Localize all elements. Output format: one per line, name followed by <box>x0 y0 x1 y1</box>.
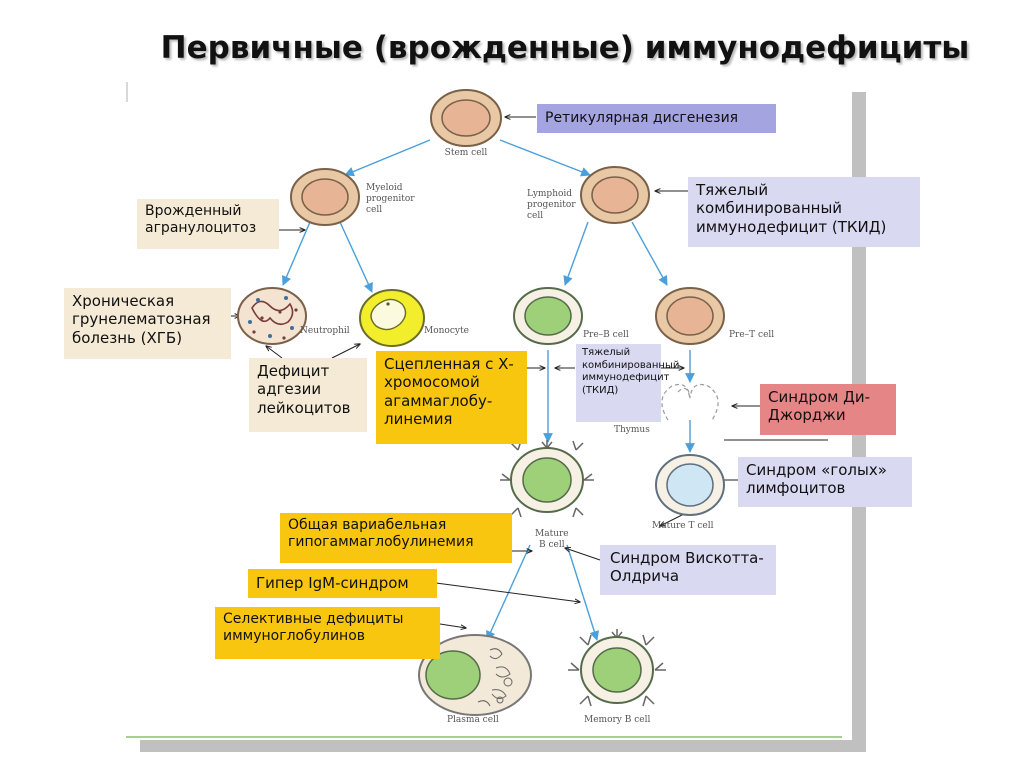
neutrophil-caption: Neutrophil <box>300 326 350 336</box>
lymphoid-caption-line2: progenitor <box>527 200 576 210</box>
panel-shadow-bottom <box>140 740 866 752</box>
pre-t-caption: Pre–T cell <box>729 330 774 340</box>
plasma-cell: Plasma cell <box>418 634 532 725</box>
common-variable-immunodeficiency-label: Общая вариабельная гипогаммаглобулинемия <box>280 513 512 563</box>
mature-t-caption: Mature T cell <box>652 521 714 531</box>
monocyte-caption: Monocyte <box>424 326 469 336</box>
panel-bottom-line <box>126 736 842 738</box>
neutrophil-cell: Neutrophil <box>237 287 350 345</box>
mature-b-caption-line2: B cell <box>539 540 565 550</box>
myeloid-caption-line3: cell <box>366 205 382 215</box>
selective-immunoglobulin-deficiencies-label: Селективные дефициты иммуноглобулинов <box>215 607 440 659</box>
chronic-granulomatous-disease-label: Хроническая грунелематозная болезнь (ХГБ… <box>64 288 231 359</box>
thymus-caption: Thymus <box>614 425 650 435</box>
wiskott-aldrich-syndrome-label: Синдром Вискотта-Олдрича <box>600 545 776 595</box>
myeloid-caption-line2: progenitor <box>366 194 415 204</box>
bare-lymphocyte-syndrome-label: Синдром «голых» лимфоцитов <box>738 457 912 507</box>
mature-b-caption-line1: Mature <box>535 529 569 539</box>
memory-b-cell: Memory B cell <box>568 629 666 725</box>
thymus-outline <box>661 383 719 421</box>
pre-b-cell: Pre–B cell <box>513 287 629 345</box>
stem-cell: Stem cell <box>430 89 502 158</box>
x-linked-agammaglobulinemia-label: Сцепленная с Х-хромосомой агаммаглобу-ли… <box>376 351 527 444</box>
digeorge-syndrome-label: Синдром Ди-Джорджи <box>760 384 896 435</box>
myeloid-caption-line1: Myeloid <box>366 183 403 193</box>
panel-edge-tick <box>126 82 128 102</box>
plasma-caption: Plasma cell <box>447 715 499 725</box>
myeloid-progenitor-cell: Myeloid progenitor cell <box>290 168 415 226</box>
pre-t-cell: Pre–T cell <box>655 287 774 345</box>
mature-t-cell: Mature T cell <box>652 454 725 531</box>
lymphoid-progenitor-cell: Lymphoid progenitor cell <box>527 166 650 224</box>
scid-small-label: Тяжелый комбинированный иммунодефицит (Т… <box>576 344 679 422</box>
page-title: Первичные (врожденные) иммунодефициты <box>160 30 970 66</box>
leukocyte-adhesion-deficiency-label: Дефицит адгезии лейкоцитов <box>249 358 367 432</box>
hyper-igm-syndrome-label: Гипер IgM-синдром <box>248 569 437 598</box>
lymphoid-caption-line1: Lymphoid <box>527 189 572 199</box>
reticular-dysgenesis-label: Ретикулярная дисгенезия <box>537 104 776 133</box>
congenital-agranulocytosis-label: Врожденный агранулоцитоз <box>137 199 279 249</box>
memory-b-caption: Memory B cell <box>584 715 650 725</box>
lymphoid-caption-line3: cell <box>527 211 543 221</box>
stem-cell-caption: Stem cell <box>445 148 488 158</box>
pre-b-caption: Pre–B cell <box>583 330 629 340</box>
scid-label: Тяжелый комбинированный иммунодефицит (Т… <box>688 177 920 247</box>
monocyte-cell: Monocyte <box>359 289 469 347</box>
mature-b-cell: Mature B cell <box>500 440 594 550</box>
